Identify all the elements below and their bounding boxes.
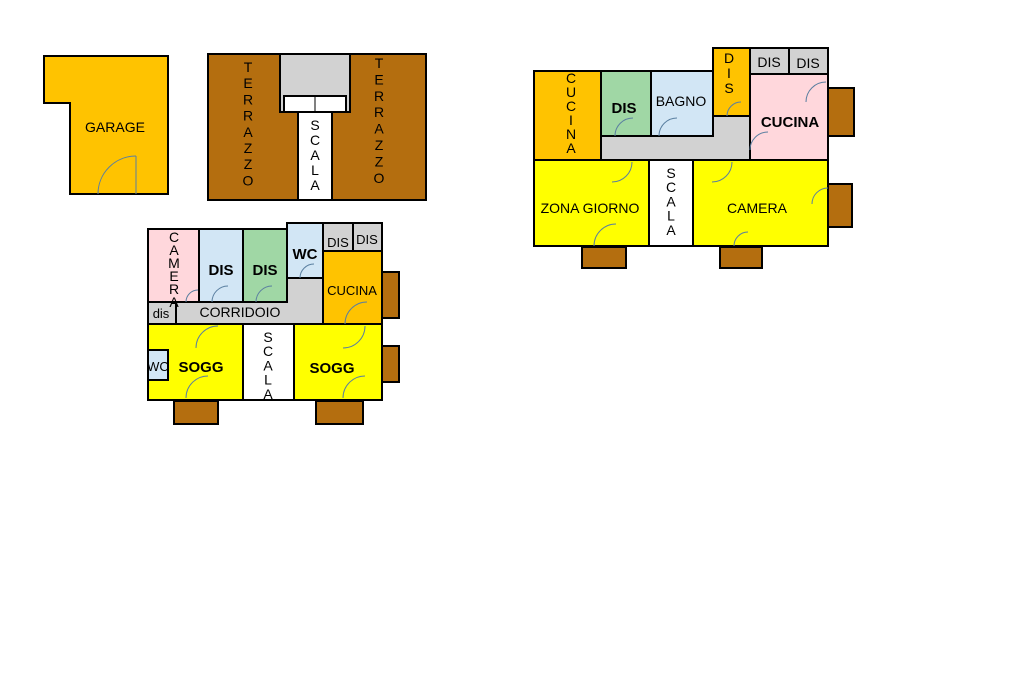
dis-small-room	[322, 222, 354, 252]
corridor-label: CORRIDOIO	[200, 304, 281, 320]
garage-plan: GARAGE	[43, 55, 169, 195]
door-icon	[185, 289, 199, 303]
dis-small-label: DIS	[356, 232, 378, 247]
wc-small-label: WC	[147, 359, 169, 374]
door-icon	[749, 131, 769, 151]
dis-label: DIS	[611, 100, 636, 117]
stairs-room	[648, 159, 694, 247]
balcony	[315, 400, 364, 425]
camera-room	[147, 228, 200, 303]
dis-top-label: DIS	[796, 55, 819, 71]
terrace-stairs	[297, 111, 333, 201]
door-icon	[611, 161, 633, 183]
door-icon	[255, 285, 273, 303]
dis-top-label: DIS	[757, 54, 780, 70]
door-icon	[711, 161, 733, 183]
kitchen-vertical-room	[533, 70, 602, 161]
dis-label: DIS	[252, 262, 277, 279]
door-icon	[726, 101, 742, 117]
door-icon	[344, 301, 368, 325]
garage-label: GARAGE	[85, 119, 145, 135]
balcony	[173, 400, 219, 425]
balcony	[827, 183, 853, 228]
wc-label: WC	[293, 246, 318, 263]
door-icon	[185, 375, 209, 399]
door-icon	[211, 285, 229, 303]
door-icon	[811, 187, 829, 205]
door-icon	[195, 325, 219, 349]
balcony	[719, 246, 763, 269]
kitchen-room	[322, 250, 383, 325]
dis-label: DIS	[208, 262, 233, 279]
dis-lower-label: dis	[153, 306, 170, 321]
bathroom-label: BAGNO	[656, 93, 707, 109]
camera-label: CAMERA	[727, 200, 788, 216]
door-icon	[299, 263, 315, 279]
dis-room	[242, 228, 288, 303]
dis-small-label: DIS	[327, 235, 349, 250]
door-icon	[733, 231, 749, 247]
sogg-label: SOGG	[309, 360, 354, 377]
balcony	[827, 87, 855, 137]
door-icon	[614, 117, 634, 137]
door-icon	[658, 117, 678, 137]
balcony	[581, 246, 627, 269]
door-icon	[805, 81, 827, 103]
wc-small-room	[147, 349, 169, 381]
kitchen-label: CUCINA	[327, 283, 377, 298]
door-icon	[342, 325, 366, 349]
door-icon	[342, 375, 366, 399]
sogg-label: SOGG	[178, 359, 223, 376]
balcony	[380, 345, 400, 383]
dis-room	[600, 70, 652, 137]
balcony	[380, 271, 400, 319]
kitchen-label: CUCINA	[761, 114, 819, 131]
bathroom-room	[650, 70, 714, 137]
living-zone-room	[533, 159, 650, 247]
garage-door-icon	[97, 155, 137, 195]
garage-room	[43, 55, 169, 195]
sogg-room	[293, 323, 383, 401]
living-zone-label: ZONA GIORNO	[541, 200, 640, 216]
door-icon	[593, 223, 617, 247]
camera-room	[692, 159, 829, 247]
stairs-room	[242, 323, 295, 401]
